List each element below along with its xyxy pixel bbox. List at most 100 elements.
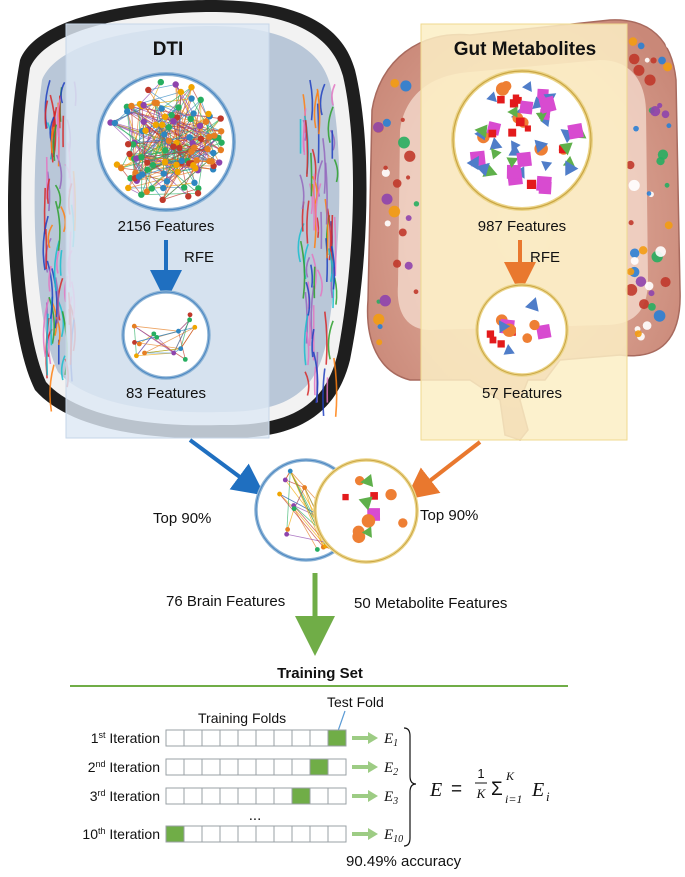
microbe-dot [660,276,671,288]
average-error-formula: E = 1 K Σ K i=1 E i [429,766,550,806]
fiber-strand [324,162,328,225]
fiber-strand [330,266,336,299]
microbe-dot [400,117,405,123]
metabolite-shape [541,160,553,172]
fiber-strand [46,178,51,204]
fiber-strand [306,200,310,244]
network-node [192,165,199,172]
microbe-dot [644,57,650,63]
microbe-dot [625,284,638,296]
iteration-error: E1 [383,731,398,749]
training-fold-cell [237,729,257,747]
network-node [134,353,139,359]
fiber-strand [304,371,310,396]
network-node [138,154,145,161]
fiber-strand [55,154,63,190]
network-node [159,196,166,204]
dti-rfe-label: RFE [184,249,214,266]
fiber-strand [46,313,49,376]
fiber-strand [316,269,323,297]
network-node [174,168,181,176]
iteration-label: 1st Iteration [91,730,160,746]
network-node [188,95,195,102]
metabolite-shape [536,175,552,192]
training-fold-cell [219,787,239,805]
network-node [151,331,157,337]
metabolite-shape [567,122,584,140]
gut-selected-metabolite-circle [475,283,569,377]
iteration-label: 2nd Iteration [88,759,160,775]
microbe-dot [392,259,402,268]
training-fold-cell [237,825,257,843]
network-node [193,157,200,164]
metabolite-shape [498,320,511,334]
training-fold-cell [327,758,347,776]
fiber-strand [47,314,55,365]
training-fold-cell [219,758,239,776]
network-node [133,155,140,162]
metabolite-shape [526,179,537,189]
network-edge [162,188,199,201]
network-node [282,477,288,483]
network-node [285,526,291,532]
network-edge [134,325,174,354]
formula-frac-num: 1 [477,766,484,781]
training-fold-cell [291,825,311,843]
fiber-strand [319,83,326,116]
fiber-strand [327,320,334,360]
microbe-dot [633,64,645,76]
microbe-dot [646,191,652,196]
microbe-dot [628,220,634,226]
network-edge [148,89,216,138]
fiber-strand [305,331,310,366]
network-node [154,334,160,340]
network-node [157,78,165,86]
network-node [175,104,182,111]
microbe-dot [384,220,391,227]
microbe-dot [404,261,413,270]
network-node [163,178,171,185]
network-node [206,133,213,140]
microbe-dot [656,156,665,166]
network-edge [127,111,215,136]
microbe-dot [413,201,420,207]
microbe-dot [655,246,666,257]
metabolite-shape [352,525,365,538]
network-edge [161,86,192,109]
dti-network-circle [96,72,236,212]
fiber-strand [49,364,55,412]
network-node [215,159,223,166]
network-node [161,131,168,138]
network-node [140,101,147,109]
network-edge [293,508,318,550]
training-fold-cell [309,825,329,843]
training-fold-cell [183,758,203,776]
iteration-word: Iteration [106,759,160,775]
fiber-strand [54,184,62,209]
network-edge [110,122,177,166]
network-node [194,190,202,197]
training-fold-cell [255,825,275,843]
network-edge [175,84,214,170]
gut-features-before: 987 Features [478,218,566,235]
network-edge [136,171,178,182]
microbe-dot [377,324,383,330]
metabolite-shape [508,144,522,156]
iteration-number: 2 [88,759,96,775]
network-node [192,324,198,330]
dti-features-after: 83 Features [126,385,206,402]
training-set-title: Training Set [277,665,363,682]
network-node [142,350,147,356]
training-fold-cell [201,825,221,843]
network-node [127,175,134,182]
fiber-strand [60,355,66,381]
network-node [160,170,167,177]
training-fold-cell [291,729,311,747]
fiber-strand [302,108,307,156]
microbe-dot [381,168,390,177]
network-node [111,119,119,127]
